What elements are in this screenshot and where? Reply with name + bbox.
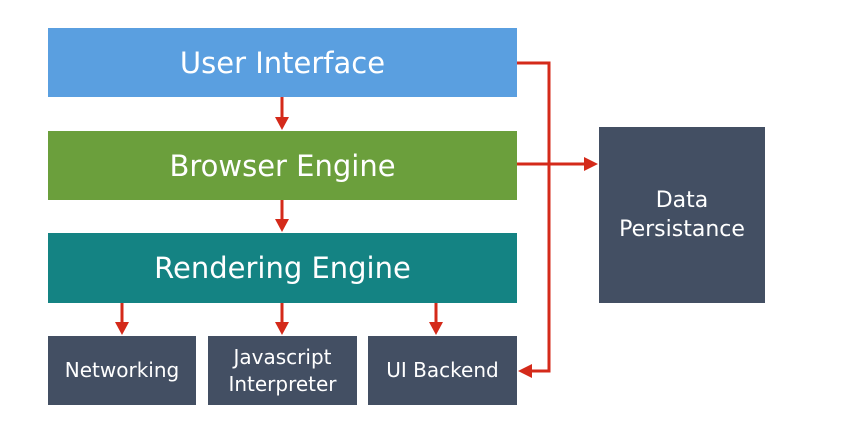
data-persistance-line-1: Data (655, 188, 709, 213)
javascript-interpreter-line-2: Interpreter (228, 371, 337, 396)
arrow-browser-to-rendering-head (275, 219, 289, 232)
javascript-interpreter-line-1: Javascript (233, 344, 332, 369)
arrow-ui-to-uibackend-head (518, 364, 532, 378)
networking-label: Networking (64, 358, 180, 382)
arrow-ui-to-uibackend-line (517, 61, 551, 373)
user-interface-box: User Interface (48, 28, 517, 97)
arrow-rendering-to-uibackend-head (429, 322, 443, 335)
ui-backend-box: UI Backend (368, 336, 517, 405)
user-interface-label: User Interface (179, 45, 386, 80)
javascript-interpreter-label: Javascript Interpreter (228, 344, 336, 398)
browser-engine-label: Browser Engine (169, 148, 396, 183)
networking-box: Networking (48, 336, 196, 405)
arrow-rendering-to-networking-head (115, 322, 129, 335)
rendering-engine-label: Rendering Engine (154, 251, 411, 285)
browser-engine-box: Browser Engine (48, 131, 517, 200)
data-persistance-box: Data Persistance (599, 127, 765, 303)
data-persistance-line-2: Persistance (619, 217, 745, 242)
rendering-engine-box: Rendering Engine (48, 233, 517, 303)
arrow-ui-to-browser-head (275, 117, 289, 130)
ui-backend-label: UI Backend (386, 358, 499, 382)
arrow-rendering-to-javascript-head (275, 322, 289, 335)
data-persistance-label: Data Persistance (619, 186, 745, 244)
javascript-interpreter-box: Javascript Interpreter (208, 336, 357, 405)
arrow-browser-to-persistance-head (584, 157, 598, 171)
